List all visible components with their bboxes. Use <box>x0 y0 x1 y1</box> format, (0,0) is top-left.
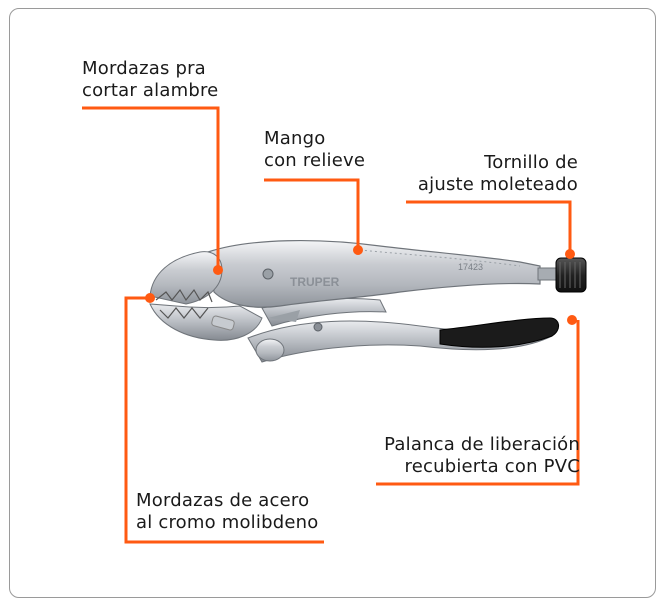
label-handle-line2: con relieve <box>264 150 366 171</box>
label-adjust-screw-line1: Tornillo de <box>484 152 578 173</box>
callout-line-steel-jaws <box>124 293 324 544</box>
label-steel-jaws: Mordazas de acero al cromo molibdeno <box>136 490 318 534</box>
jaws <box>149 251 263 341</box>
label-adjust-screw-line2: ajuste moleteado <box>417 174 578 195</box>
label-adjust-screw: Tornillo de ajuste moleteado <box>418 152 578 196</box>
callout-line-adjust-screw <box>406 200 575 259</box>
callout-line-handle <box>264 178 363 255</box>
label-wire-cutter: Mordazas pra cortar alambre <box>82 58 218 102</box>
label-release-lever: Palanca de liberación recubierta con PVC <box>384 434 580 478</box>
label-wire-cutter-line1: Mordazas pra <box>82 58 206 79</box>
upper-handle: TRUPER 17423 <box>207 239 541 308</box>
label-release-lever-line1: Palanca de liberación <box>384 434 580 455</box>
callout-line-release-lever <box>376 315 580 486</box>
callout-line-wire-cutter <box>82 106 223 275</box>
adjust-screw <box>537 257 587 293</box>
label-wire-cutter-line2: cortar alambre <box>82 80 219 101</box>
pvc-grip-icon <box>439 317 559 348</box>
label-handle: Mango con relieve <box>264 128 365 172</box>
label-release-lever-line2: recubierta con PVC <box>404 456 580 477</box>
brand-logo: TRUPER <box>290 275 340 289</box>
label-handle-line1: Mango <box>264 128 326 149</box>
label-steel-jaws-line2: al cromo molibdeno <box>136 512 319 533</box>
label-steel-jaws-line1: Mordazas de acero <box>136 490 310 511</box>
lower-handle <box>247 317 559 363</box>
model-number: 17423 <box>458 262 483 272</box>
